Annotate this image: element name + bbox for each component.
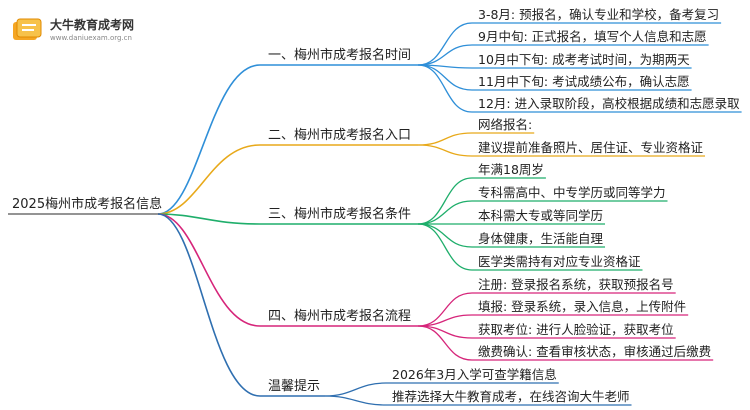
connector-line [157, 213, 261, 225]
logo-url: www.daniuexam.org.cn [50, 34, 132, 42]
connector-line [417, 223, 473, 271]
site-logo: 大牛教育成考网 www.daniuexam.org.cn [10, 14, 170, 48]
branch-topic: 二、梅州市成考报名入口 [268, 128, 412, 143]
leaf-topic: 缴费确认: 查看审核状态，审核通过后缴费 [478, 344, 712, 359]
connector-line [324, 395, 387, 406]
connector-line [417, 325, 473, 361]
connector-line [417, 64, 473, 91]
connector-line [157, 64, 261, 215]
connector-line [157, 144, 261, 215]
book-icon [13, 18, 42, 40]
logo-name: 大牛教育成考网 [50, 18, 135, 32]
connector-line [324, 382, 387, 397]
leaf-topic: 专科需高中、中专学历或同等学力 [478, 185, 666, 200]
leaf-topic: 2026年3月入学可查学籍信息 [392, 367, 557, 382]
root-topic: 2025梅州市成考报名信息 [12, 197, 163, 212]
connector-line [417, 223, 473, 248]
leaf-topic: 推荐选择大牛教育成考，在线咨询大牛老师 [392, 389, 630, 404]
connector-line [417, 200, 473, 225]
leaf-topic: 10月中下旬: 成考考试时间，为期两天 [478, 52, 690, 67]
connector-line [157, 213, 261, 327]
leaf-topic: 医学类需持有对应专业资格证 [478, 254, 641, 269]
connector-line [417, 144, 473, 157]
leaf-topic: 本科需大专或等同学历 [478, 208, 604, 223]
connector-line [417, 177, 473, 225]
leaf-topic: 身体健康，生活能自理 [478, 231, 604, 246]
branch-topic: 四、梅州市成考报名流程 [268, 309, 412, 324]
connector-line [417, 44, 473, 66]
branch-topic: 三、梅州市成考报名条件 [268, 207, 412, 222]
branch-topic: 温馨提示 [268, 379, 321, 394]
leaf-topic: 9月中旬: 正式报名，填写个人信息和志愿 [478, 29, 707, 44]
leaf-topic: 注册: 登录报名系统，获取预报名号 [478, 277, 674, 292]
leaf-topic: 11月中下旬: 考试成绩公布，确认志愿 [478, 74, 690, 89]
connector-line [417, 22, 473, 66]
leaf-topic: 获取考位: 进行人脸验证，获取考位 [478, 322, 674, 337]
leaf-topic: 网络报名: [478, 117, 533, 132]
connector-line [417, 132, 473, 146]
leaf-topic: 年满18周岁 [478, 162, 544, 177]
leaf-topic: 12月: 进入录取阶段，高校根据成绩和志愿录取 [478, 96, 740, 111]
branch-topic: 一、梅州市成考报名时间 [268, 48, 412, 63]
leaf-topic: 建议提前准备照片、居住证、专业资格证 [478, 140, 704, 155]
connector-line [157, 213, 261, 397]
leaf-topic: 填报: 登录系统，录入信息，上传附件 [478, 299, 687, 314]
connector-line [417, 64, 473, 113]
leaf-topic: 3-8月: 预报名，确认专业和学校，备考复习 [478, 7, 720, 22]
